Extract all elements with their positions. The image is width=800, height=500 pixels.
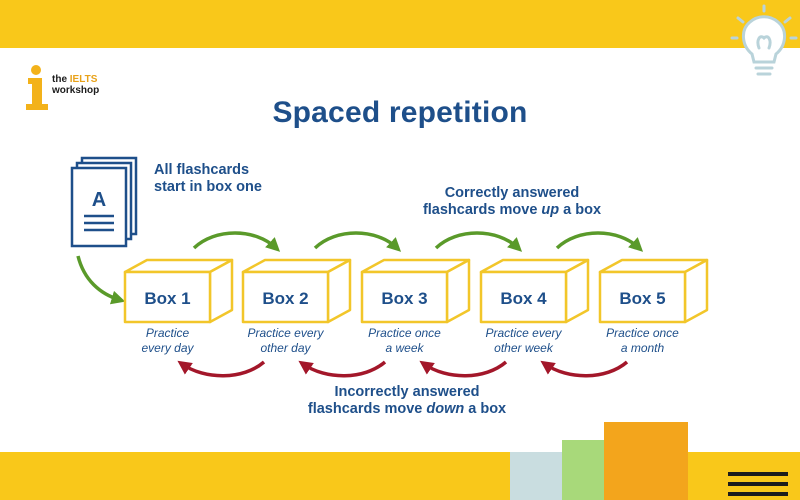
logo-line2: workshop (52, 85, 100, 96)
box-4: Box 4 (479, 258, 590, 324)
up-arrow-3 (434, 231, 523, 252)
down-arrow-1 (177, 360, 266, 378)
flashcard-stack-icon: A (70, 156, 138, 248)
down-caption: Incorrectly answered flashcards move dow… (307, 384, 507, 417)
box-label: Box 4 (500, 289, 547, 308)
logo-line1: the IELTS (52, 74, 98, 85)
start-caption: All flashcards start in box one (154, 162, 262, 195)
box-5: Box 5 (598, 258, 709, 324)
deco-block-orange (604, 422, 688, 500)
lightbulb-icon (730, 4, 798, 76)
up-caption: Correctly answered flashcards move up a … (422, 185, 602, 218)
box-3: Box 3 (360, 258, 471, 324)
down-arrow-2 (298, 360, 387, 378)
up-arrow-4 (555, 231, 644, 252)
box-label: Box 5 (619, 289, 665, 308)
box-label: Box 2 (262, 289, 308, 308)
page-title: Spaced repetition (272, 96, 528, 129)
start-arrow (76, 255, 126, 305)
box-2: Box 2 (241, 258, 352, 324)
deco-block-green-front (562, 440, 604, 500)
box-label: Box 1 (144, 289, 190, 308)
hamburger-icon (728, 472, 788, 496)
down-arrow-3 (419, 360, 508, 378)
ielts-logo-icon (26, 65, 48, 110)
box-label: Box 3 (381, 289, 427, 308)
up-arrow-2 (313, 231, 402, 252)
flashcard-letter: A (92, 189, 106, 211)
top-band (0, 0, 800, 48)
box-1: Box 1 (123, 258, 234, 324)
down-arrow-4 (540, 360, 629, 378)
logo-text: the IELTS workshop (52, 74, 99, 96)
deco-block-blue (510, 452, 566, 500)
up-arrow-1 (192, 231, 281, 252)
